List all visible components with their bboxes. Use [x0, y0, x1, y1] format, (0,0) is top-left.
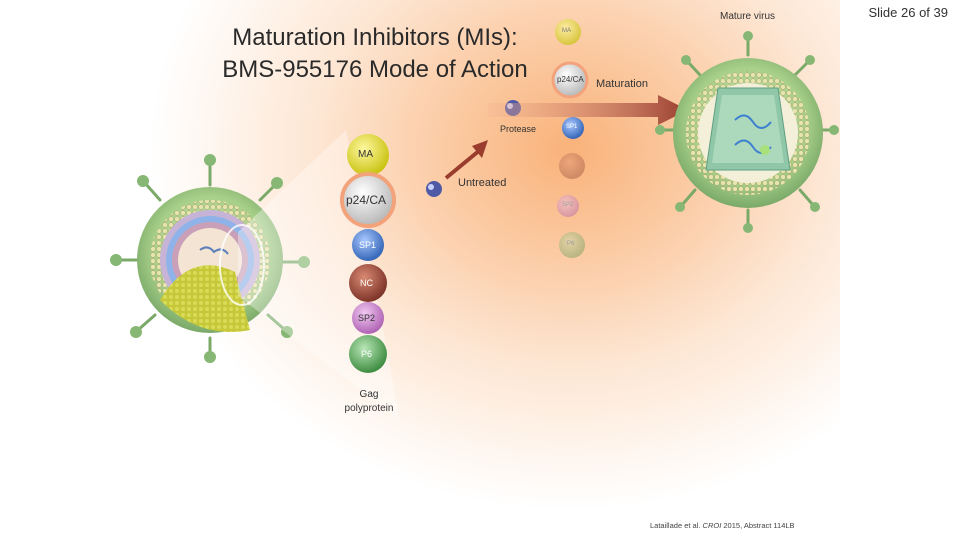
ref-rest: 2015, Abstract 114LB [723, 521, 795, 530]
gag-column [340, 134, 396, 373]
title-line-2: BMS-955176 Mode of Action [222, 56, 528, 83]
faint-label-sp2: SP2 [562, 202, 574, 208]
maturation-label: Maturation [596, 78, 648, 90]
domain-label-sp1: SP1 [359, 240, 377, 250]
slide-title: Maturation Inhibitors (MIs): BMS-955176 … [200, 22, 550, 86]
ref-source: CROI [702, 521, 722, 530]
faint-column [551, 19, 589, 258]
gag-polyprotein-label: Gag polyprotein [340, 388, 398, 416]
domain-label-p24ca: p24/CA [346, 193, 387, 207]
protease-label: Protease [500, 124, 537, 134]
slide-counter: Slide 26 of 39 [868, 5, 948, 20]
untreated-label: Untreated [458, 177, 507, 189]
mature-virus [655, 31, 839, 233]
protease-icon-untreated [426, 181, 442, 197]
domain-label-p6: P6 [361, 349, 373, 359]
domain-label-ma: MA [358, 149, 373, 160]
domain-label-nc: NC [360, 278, 373, 288]
mature-virus-label: Mature virus [720, 11, 776, 22]
ref-authors: Lataillade et al. [650, 521, 701, 530]
faint-label-ma: MA [562, 28, 571, 34]
gag-label-line-1: Gag [359, 389, 379, 400]
faint-label-sp1: SP1 [566, 124, 578, 130]
domain-label-sp2: SP2 [358, 313, 376, 323]
maturation-arrow [488, 95, 688, 125]
faint-label-p24ca: p24/CA [557, 75, 584, 84]
faint-label-p6: P6 [567, 241, 575, 247]
immature-virus [110, 154, 310, 363]
title-line-1: Maturation Inhibitors (MIs): [232, 24, 518, 51]
gag-label-line-2: polyprotein [344, 403, 394, 414]
untreated-arrow [444, 140, 488, 180]
reference-citation: Lataillade et al. CROI 2015, Abstract 11… [650, 521, 795, 530]
